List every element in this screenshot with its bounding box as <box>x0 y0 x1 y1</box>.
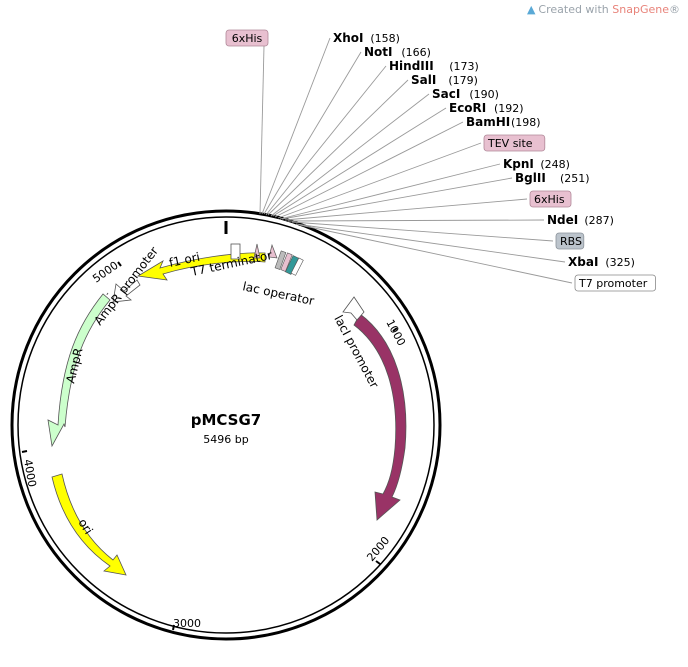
site-xhoi-0[interactable]: XhoI (158) <box>333 31 400 45</box>
site-position: (325) <box>605 256 635 269</box>
site-kpni-8[interactable]: KpnI (248) <box>503 157 570 171</box>
leader-sali-3 <box>267 79 409 216</box>
feature-mcs-cluster[interactable] <box>253 243 304 276</box>
site-name: BamHI <box>466 115 510 129</box>
site-t7-promoter-14[interactable]: T7 promoter <box>574 274 656 292</box>
tick-2000: 2000 <box>364 534 392 565</box>
top-feature-6xhis-label: 6xHis <box>232 32 263 45</box>
site-labels: XhoI (158)NotI (166)HindIII (173) SalI (179)S… <box>333 31 656 292</box>
leader-bamhi-6 <box>274 121 464 218</box>
leader-xbai-13 <box>295 223 566 263</box>
feature-ampr[interactable] <box>47 293 111 448</box>
site-saci-4[interactable]: SacI (190) <box>432 87 499 101</box>
site-name: NdeI <box>547 213 578 227</box>
site-sali-3[interactable]: SalI (179) <box>411 73 478 87</box>
site-position: (192) <box>494 102 524 115</box>
site-name: SacI <box>432 87 460 101</box>
site-position: (190) <box>469 88 499 101</box>
tick-1000: 1000 <box>383 317 408 348</box>
credit-mark: ® <box>669 3 680 16</box>
site-leader-lines <box>259 37 573 284</box>
leader-xhoi-0 <box>261 37 331 215</box>
leader-kpni-8 <box>279 163 501 220</box>
site-ndei-11[interactable]: NdeI (287) <box>547 213 614 227</box>
label-laci: lacI <box>372 392 388 414</box>
tick-3000: 3000 <box>172 617 201 631</box>
feature-laci[interactable] <box>353 313 407 521</box>
site-position: (158) <box>370 32 400 45</box>
snapgene-credit: ▲Created with SnapGene® <box>527 3 680 16</box>
tick-label-2000: 2000 <box>364 534 392 564</box>
site-name: 6xHis <box>534 193 565 206</box>
feature-f1-ori[interactable] <box>136 252 266 281</box>
site-position: (251) <box>560 172 590 185</box>
site-position: (198) <box>511 116 541 129</box>
plasmid-name: pMCSG7 <box>191 411 262 429</box>
tick-label-3000: 3000 <box>173 617 201 630</box>
leader-bglii-9 <box>281 177 513 220</box>
site-position: (248) <box>540 158 570 171</box>
feature-laci-promoter[interactable] <box>342 296 365 321</box>
site-name: TEV site <box>487 137 533 150</box>
credit-prefix: Created with <box>538 3 613 16</box>
leader-noti-1 <box>263 51 362 215</box>
label-ampr: AmpR <box>63 347 85 385</box>
tick-label-4000: 4000 <box>21 458 39 488</box>
top-feature-6xhis[interactable]: 6xHis <box>225 29 269 47</box>
tick-4000: 4000 <box>21 450 39 488</box>
site-rbs-12[interactable]: RBS <box>555 232 585 250</box>
site-ecori-5[interactable]: EcoRI (192) <box>449 101 524 115</box>
site-hindiii-2[interactable]: HindIII (173) <box>389 59 479 73</box>
site-name: SalI <box>411 73 436 87</box>
site-name: NotI <box>364 45 393 59</box>
site-position: (173) <box>449 60 479 73</box>
backbone-outer <box>10 209 442 641</box>
site-name: EcoRI <box>449 101 486 115</box>
site-position: (179) <box>448 74 478 87</box>
leader-rbs-12 <box>291 221 554 242</box>
snapgene-logo-icon: ▲ <box>526 3 536 16</box>
site-position: (287) <box>584 214 614 227</box>
leader-saci-4 <box>270 93 430 217</box>
feature-t7-terminator[interactable] <box>230 243 241 260</box>
feature-ori[interactable] <box>51 473 127 576</box>
leader-ndei-11 <box>287 219 545 222</box>
leader-ecori-5 <box>272 107 447 217</box>
site-name: RBS <box>560 235 582 248</box>
site-position: (166) <box>401 46 431 59</box>
site-name: KpnI <box>503 157 534 171</box>
label-ampr-promoter: AmpR promoter <box>91 244 161 328</box>
leader-tev-site-7 <box>277 142 482 219</box>
leader-top-6xhis <box>259 45 265 215</box>
site-bamhi-6[interactable]: BamHI(198) <box>466 115 541 129</box>
site-noti-1[interactable]: NotI (166) <box>364 45 431 59</box>
site-tev-site-7[interactable]: TEV site <box>483 134 546 152</box>
label-f1-ori: f1 ori <box>168 250 202 270</box>
leader-6xhis-10 <box>284 198 528 221</box>
leader-hindiii-2 <box>265 65 387 216</box>
site-name: XhoI <box>333 31 364 45</box>
site-name: XbaI <box>568 255 598 269</box>
label-lac-operator: lac operator <box>241 279 315 308</box>
credit-brand: SnapGene <box>612 3 669 16</box>
site-name: T7 promoter <box>578 277 648 290</box>
site-bglii-9[interactable]: BglII (251) <box>515 171 590 185</box>
leader-t7-promoter-14 <box>299 224 573 284</box>
site-name: HindIII <box>389 59 434 73</box>
site-name: BglII <box>515 171 546 185</box>
site-xbai-13[interactable]: XbaI (325) <box>568 255 635 269</box>
plasmid-size: 5496 bp <box>203 433 248 446</box>
backbone-inner <box>17 216 435 634</box>
tick-label-1000: 1000 <box>383 317 408 348</box>
site-6xhis-10[interactable]: 6xHis <box>529 190 572 208</box>
